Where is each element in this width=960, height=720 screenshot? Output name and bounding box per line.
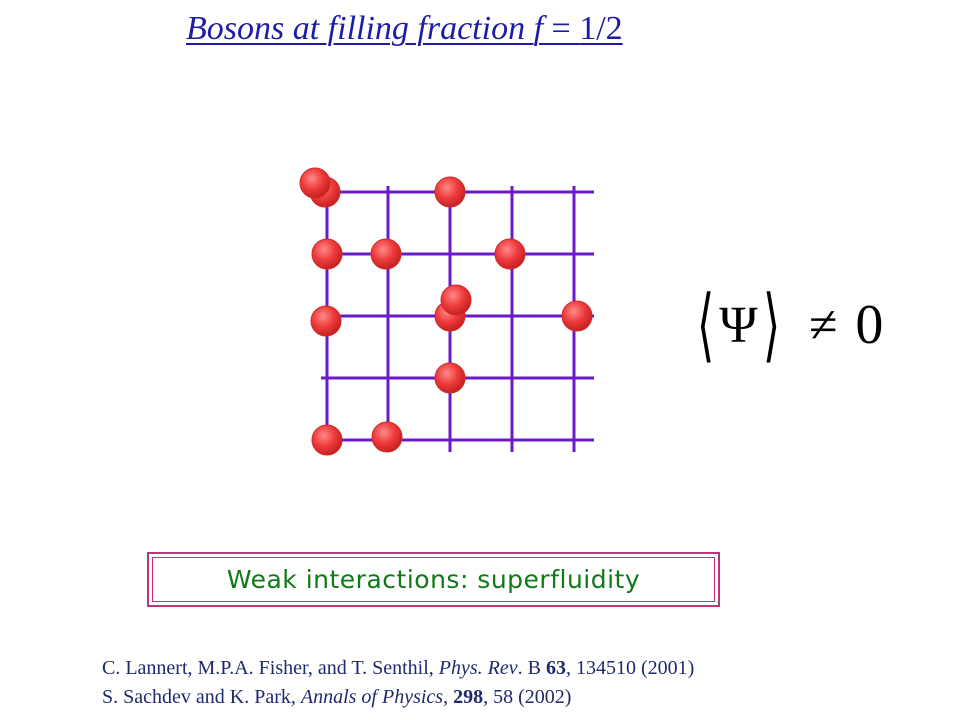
- reference-1: C. Lannert, M.P.A. Fisher, and T. Senthi…: [102, 654, 694, 683]
- regime-label: Weak interactions: superfluidity: [226, 565, 641, 594]
- reference-2-volume: 298: [453, 686, 484, 708]
- reference-2-journal: Annals of Physics: [300, 686, 444, 708]
- regime-label-box: Weak interactions: superfluidity: [147, 552, 720, 607]
- formula-psi: Ψ: [719, 296, 758, 354]
- reference-2-authors: S. Sachdev and K. Park,: [102, 686, 301, 708]
- boson: [370, 238, 402, 270]
- formula-close-bracket: ⟩: [762, 282, 780, 370]
- reference-2: S. Sachdev and K. Park, Annals of Physic…: [102, 683, 694, 712]
- boson: [561, 300, 593, 332]
- reference-1-rest: , 134510 (2001): [565, 657, 695, 679]
- reference-1-journal: Phys. Rev: [438, 657, 518, 679]
- boson: [311, 424, 343, 456]
- reference-2-mid: ,: [443, 686, 454, 708]
- boson: [311, 238, 343, 270]
- references: C. Lannert, M.P.A. Fisher, and T. Senthi…: [102, 654, 694, 712]
- reference-1-mid: . B: [517, 657, 546, 679]
- formula-rhs: 0: [855, 294, 884, 356]
- boson: [371, 421, 403, 453]
- boson-hopping: [299, 167, 331, 199]
- title-text: Bosons at filling fraction: [186, 10, 534, 47]
- boson: [310, 305, 342, 337]
- reference-1-volume: 63: [545, 657, 566, 679]
- title-value: 1/2: [579, 10, 623, 47]
- slide-title: Bosons at filling fraction f = 1/2: [186, 10, 623, 48]
- reference-2-rest: , 58 (2002): [483, 686, 572, 708]
- boson-particles: [299, 167, 593, 456]
- reference-1-authors: C. Lannert, M.P.A. Fisher, and T. Senthi…: [102, 657, 439, 679]
- boson-hopping: [440, 284, 472, 316]
- boson: [434, 362, 466, 394]
- boson: [494, 238, 526, 270]
- order-parameter-formula: ⟨ Ψ ⟩ ≠ 0: [690, 278, 883, 372]
- regime-label-inner: Weak interactions: superfluidity: [152, 557, 715, 602]
- title-equals: =: [543, 10, 580, 47]
- formula-open-bracket: ⟨: [697, 282, 715, 370]
- title-variable: f: [533, 10, 544, 47]
- boson: [434, 176, 466, 208]
- formula-not-equal: ≠: [808, 296, 838, 354]
